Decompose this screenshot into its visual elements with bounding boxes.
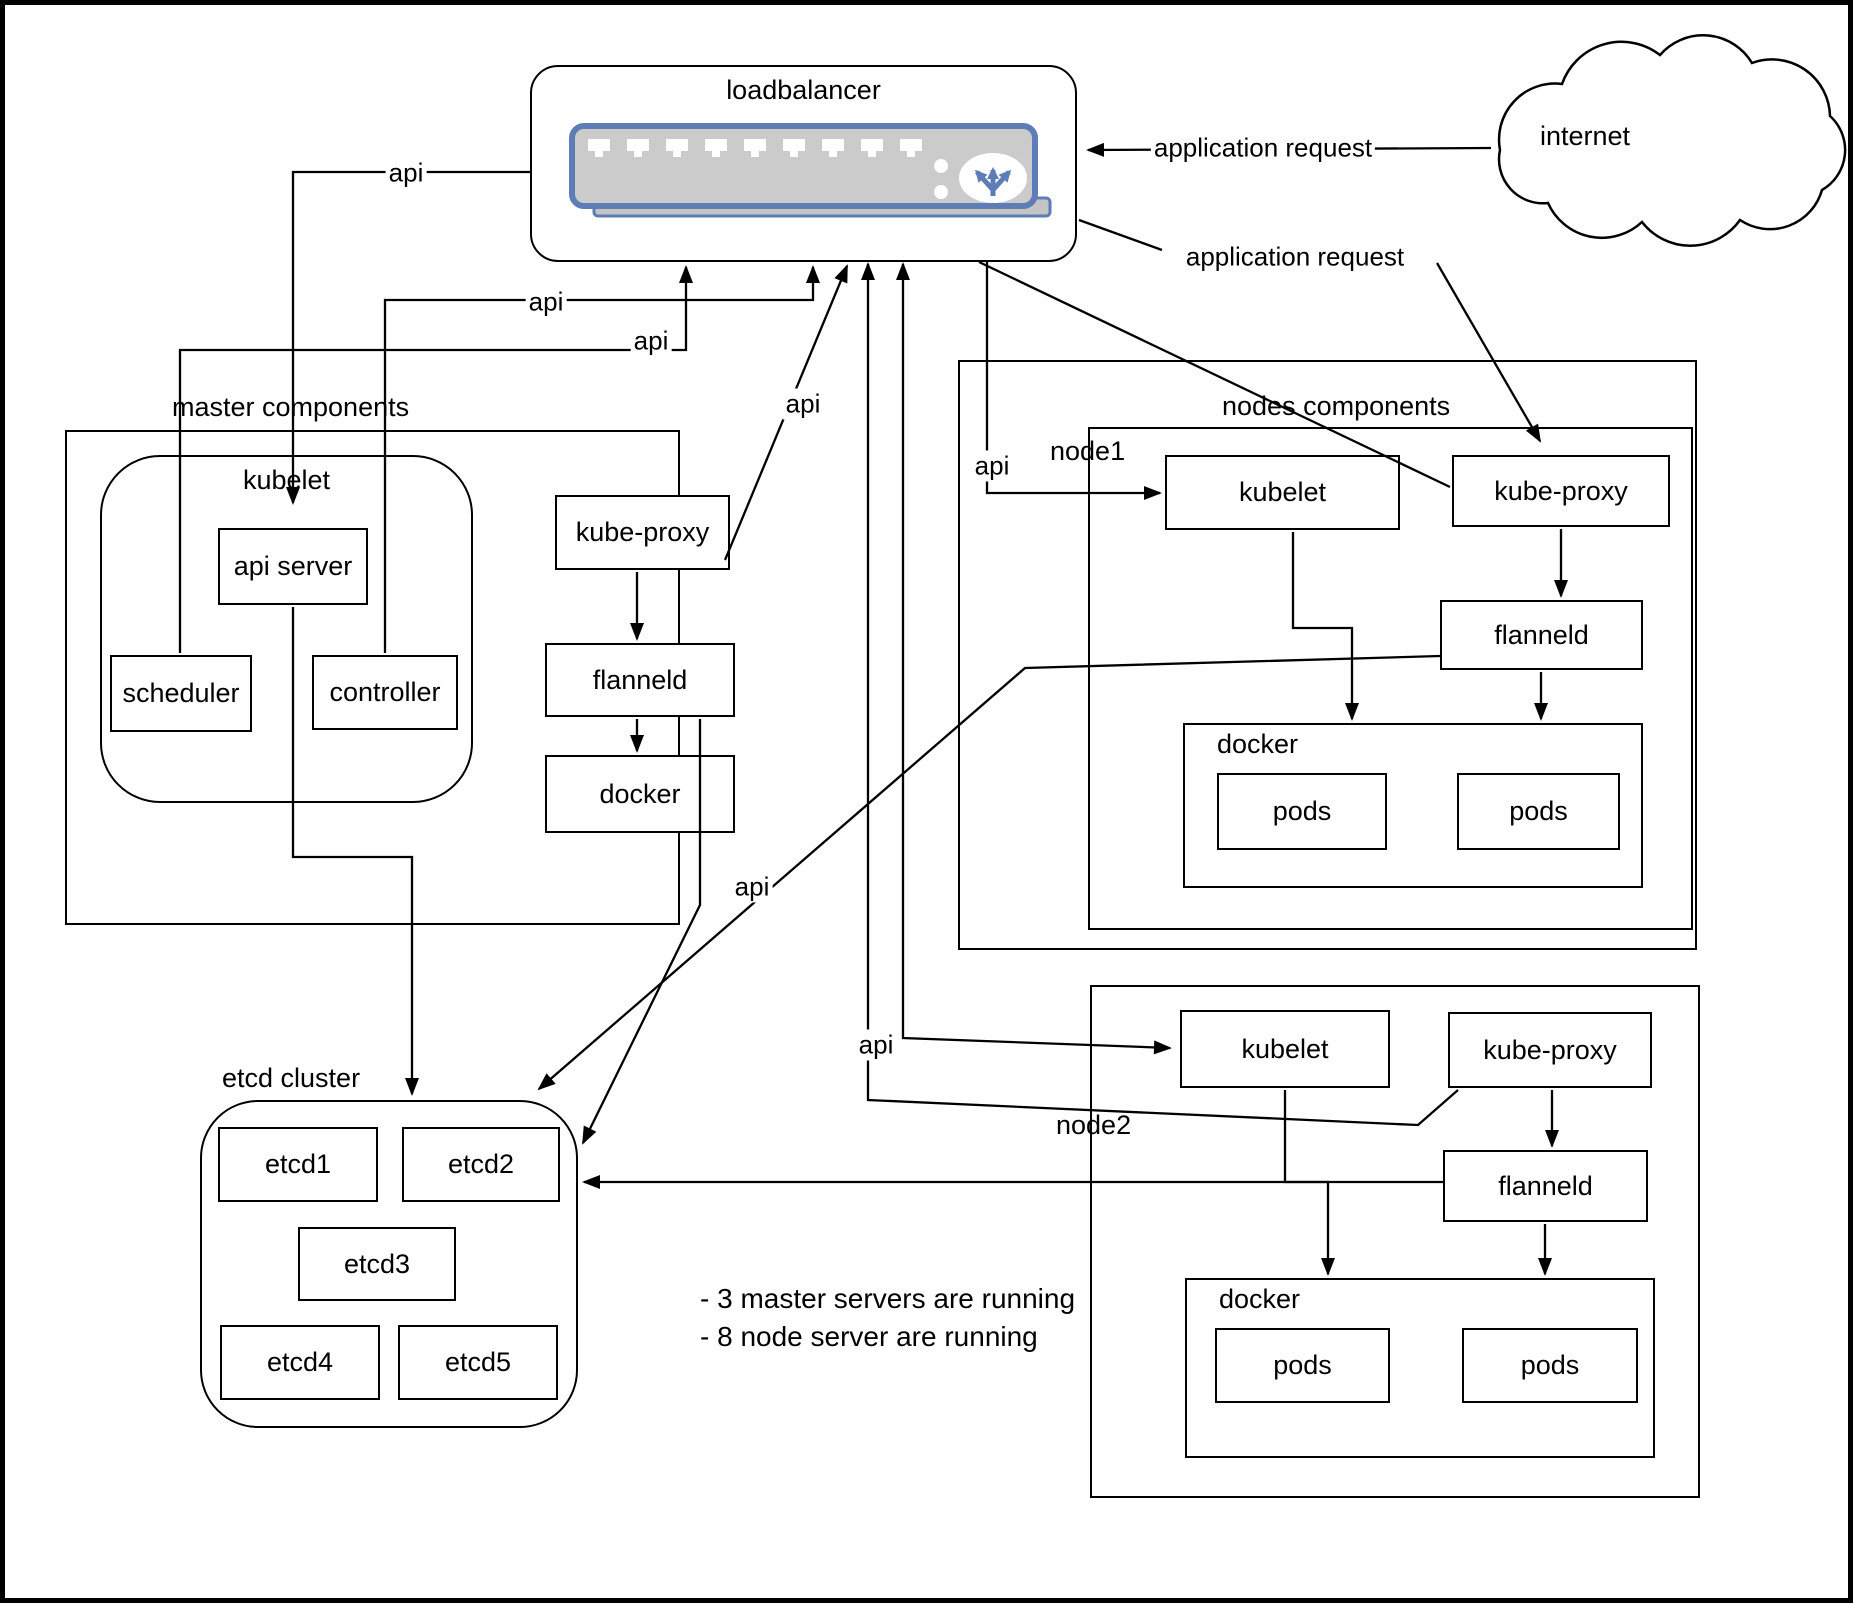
api-label-7: api bbox=[855, 1029, 897, 1061]
annotation-line-2: - 8 node server are running bbox=[700, 1321, 1038, 1352]
master-kube-proxy-box-label: kube-proxy bbox=[575, 517, 710, 547]
master-components-label: master components bbox=[172, 392, 410, 422]
node1-docker-box-label: docker bbox=[1217, 729, 1299, 759]
node1-label: node1 bbox=[1050, 436, 1126, 466]
api-server-box-label: api server bbox=[233, 551, 353, 581]
etcd1-box-label: etcd1 bbox=[264, 1149, 332, 1179]
node1-pods-box-2-label: pods bbox=[1509, 796, 1568, 826]
api-label-3: api bbox=[630, 325, 672, 357]
api-label-4: api bbox=[782, 388, 824, 420]
etcd3-box: etcd3 bbox=[298, 1227, 456, 1301]
node1-pods-box-1-label: pods bbox=[1272, 796, 1332, 826]
node1-flanneld-box-label: flanneld bbox=[1494, 619, 1589, 650]
node1-kube-proxy-box-label: kube-proxy bbox=[1494, 475, 1628, 506]
node2-flanneld-box: flanneld bbox=[1443, 1150, 1648, 1222]
node2-flanneld-box-label: flanneld bbox=[1498, 1170, 1593, 1201]
node1-pods-box-2: pods bbox=[1457, 773, 1620, 850]
loadbalancer-box: loadbalancer bbox=[530, 65, 1077, 262]
application-request-label-1: application request bbox=[1150, 132, 1376, 164]
api-label-1: api bbox=[385, 157, 427, 189]
node2-pods-box-2: pods bbox=[1462, 1328, 1638, 1403]
node1-pods-box-1: pods bbox=[1217, 773, 1387, 850]
scheduler-box: scheduler bbox=[110, 655, 252, 732]
annotation-line-1: - 3 master servers are running bbox=[700, 1283, 1076, 1314]
etcd5-box-label: etcd5 bbox=[444, 1347, 512, 1377]
etcd1-box: etcd1 bbox=[218, 1127, 378, 1202]
etcd4-box-label: etcd4 bbox=[266, 1347, 334, 1377]
etcd3-box-label: etcd3 bbox=[343, 1248, 411, 1279]
node2-docker-box-label: docker bbox=[1219, 1284, 1301, 1314]
etcd5-box: etcd5 bbox=[398, 1325, 558, 1400]
api-label-2: api bbox=[525, 286, 567, 318]
master-docker-box-label: docker bbox=[599, 778, 681, 809]
master-kubelet-group-label: kubelet bbox=[242, 465, 331, 495]
nodes-components-label: nodes components bbox=[1222, 391, 1451, 421]
node1-flanneld-box: flanneld bbox=[1440, 600, 1643, 670]
node2-label: node2 bbox=[1056, 1110, 1132, 1140]
master-kubelet-group: kubelet bbox=[100, 455, 473, 803]
node2-kubelet-box-label: kubelet bbox=[1241, 1033, 1329, 1064]
node2-kube-proxy-box: kube-proxy bbox=[1448, 1012, 1652, 1088]
scheduler-box-label: scheduler bbox=[122, 678, 240, 708]
controller-box-label: controller bbox=[329, 677, 441, 707]
api-label-5: api bbox=[971, 450, 1013, 482]
node1-kubelet-box-label: kubelet bbox=[1238, 477, 1327, 507]
node2-pods-box-2-label: pods bbox=[1520, 1350, 1580, 1380]
node2-kubelet-box: kubelet bbox=[1180, 1010, 1390, 1088]
etcd2-box: etcd2 bbox=[402, 1127, 560, 1202]
master-flanneld-box: flanneld bbox=[545, 643, 735, 717]
master-kube-proxy-box: kube-proxy bbox=[555, 495, 730, 570]
etcd2-box-label: etcd2 bbox=[447, 1149, 515, 1179]
node1-kubelet-box: kubelet bbox=[1165, 455, 1400, 530]
etcd-cluster-label: etcd cluster bbox=[222, 1063, 361, 1093]
controller-box: controller bbox=[312, 655, 458, 730]
master-flanneld-box-label: flanneld bbox=[592, 664, 688, 695]
node2-pods-box-1: pods bbox=[1215, 1328, 1390, 1403]
edge-appreq2-segment-a bbox=[1078, 218, 1163, 252]
master-docker-box: docker bbox=[545, 755, 735, 833]
api-label-6: api bbox=[731, 871, 773, 903]
node2-pods-box-1-label: pods bbox=[1273, 1350, 1332, 1380]
node2-kube-proxy-box-label: kube-proxy bbox=[1483, 1034, 1617, 1065]
etcd4-box: etcd4 bbox=[220, 1325, 380, 1400]
internet-label: internet bbox=[1540, 121, 1631, 151]
api-server-box: api server bbox=[218, 528, 368, 605]
application-request-label-2: application request bbox=[1182, 241, 1408, 273]
node1-kube-proxy-box: kube-proxy bbox=[1452, 455, 1670, 527]
loadbalancer-box-label: loadbalancer bbox=[726, 75, 881, 105]
